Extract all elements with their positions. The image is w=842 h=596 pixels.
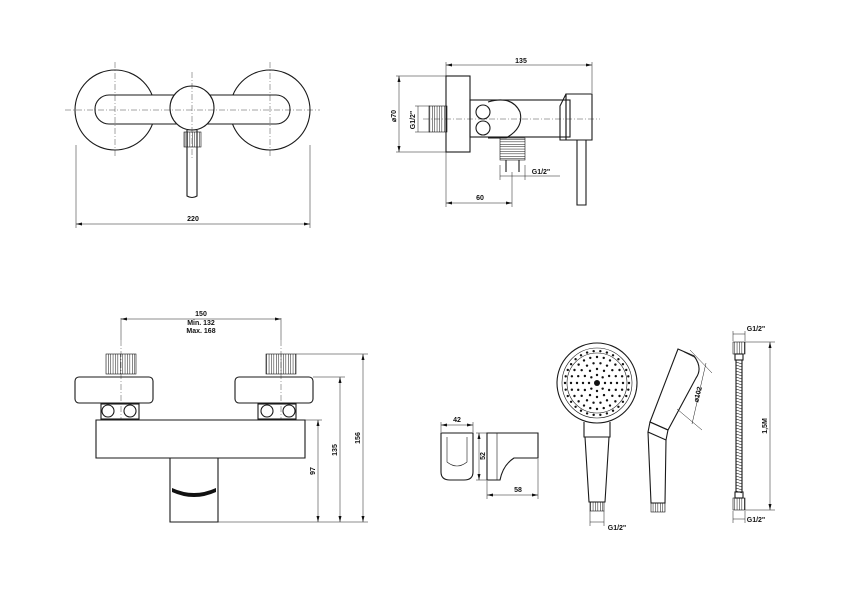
wall-holder: 42 52 58 <box>440 417 539 499</box>
dim-centers-max: Max. 168 <box>186 328 215 335</box>
side-view: 135 ⌀70 G1/2" 60 G1/2" <box>391 58 600 207</box>
front-view: 220 <box>65 62 320 228</box>
hand-shower-front: G1/2" <box>556 342 638 532</box>
top-view: 150 Min. 132 Max. 168 156 135 97 <box>74 311 368 523</box>
dim-hose-length: 1,5M <box>762 418 769 434</box>
dim-holder-height: 52 <box>480 452 487 460</box>
dim-centers-min: Min. 132 <box>187 320 215 327</box>
dim-holder-width: 42 <box>453 417 461 424</box>
dim-centers: 150 <box>195 311 207 318</box>
dim-height-97: 97 <box>310 467 317 475</box>
nozzle-pattern <box>563 349 631 417</box>
dim-outlet-thread: G1/2" <box>532 169 551 176</box>
dim-side-depth: 135 <box>515 58 527 65</box>
dim-side-diameter: ⌀70 <box>391 110 398 122</box>
hand-shower-side: ⌀102 <box>647 348 713 513</box>
dim-hose-thread-bottom: G1/2" <box>747 517 766 524</box>
dim-side-thread: G1/2" <box>410 111 417 130</box>
hose: G1/2" G1/2" 1,5M <box>732 326 775 524</box>
dim-hose-thread-top: G1/2" <box>747 326 766 333</box>
dim-hand-thread: G1/2" <box>608 525 627 532</box>
dim-height-135: 135 <box>332 444 339 456</box>
dim-side-offset: 60 <box>476 195 484 202</box>
dim-holder-depth: 58 <box>514 487 522 494</box>
dim-front-width: 220 <box>187 216 199 223</box>
dim-head-diameter: ⌀102 <box>693 386 704 403</box>
dim-height-total: 156 <box>355 432 362 444</box>
hose-hatch <box>735 361 743 494</box>
